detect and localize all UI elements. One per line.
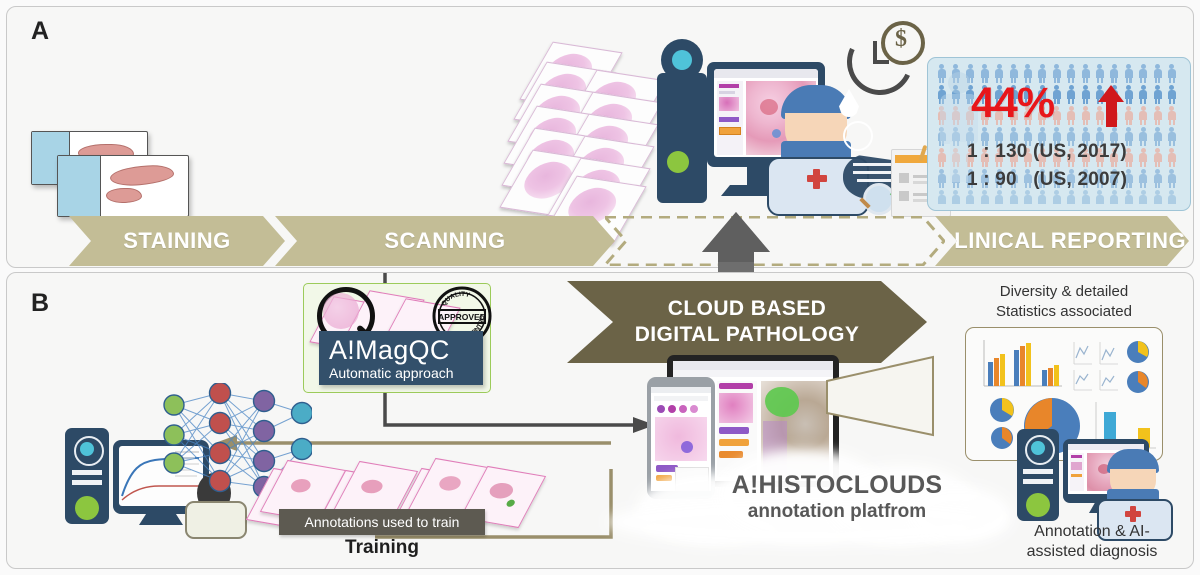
upward-feedback-arrow-icon bbox=[700, 212, 772, 274]
slide-scanner-icon bbox=[655, 39, 709, 207]
magqc-title: A!MagQC bbox=[329, 335, 450, 365]
panel-a: A bbox=[6, 6, 1194, 268]
statistics-caption-line1: Diversity & detailed bbox=[999, 283, 1129, 300]
workflow-step-clinical-reporting-label: CLINICAL REPORTING bbox=[937, 228, 1187, 253]
magqc-subtitle: Automatic approach bbox=[329, 365, 454, 381]
diagnosis-caption-line1: Annotation & AI- bbox=[1034, 523, 1150, 540]
workflow-step-staining[interactable]: STAINING bbox=[69, 216, 285, 266]
histoclouds-title: A!HISTOCLOUDS bbox=[731, 471, 943, 499]
workflow-step-staining-label: STAINING bbox=[123, 228, 231, 253]
cloud-arrow-line1: CLOUD BASED bbox=[667, 297, 827, 320]
training-workstation-icon bbox=[65, 418, 209, 528]
workflow-step-dashed-gap bbox=[605, 216, 945, 266]
ratio-2017: 1 : 130 (US, 2017) bbox=[967, 141, 1127, 162]
panel-b-label: B bbox=[31, 289, 50, 317]
diagnosis-caption-line2: assisted diagnosis bbox=[1026, 543, 1158, 560]
dashed-chevron-outline-icon bbox=[605, 216, 945, 266]
neural-network-icon bbox=[152, 381, 314, 499]
cloud-icon bbox=[597, 443, 1017, 553]
ratio-2007: 1 : 90 (US, 2007) bbox=[967, 169, 1128, 190]
workflow-step-scanning-label: SCANNING bbox=[384, 228, 506, 253]
histoclouds-subtitle: annotation platfrom bbox=[747, 501, 927, 522]
clock-dollar-cost-icon: $ bbox=[837, 19, 927, 105]
zoom-callout-cone-icon bbox=[825, 355, 935, 437]
cloud-arrow-line2: DIGITAL PATHOLOGY bbox=[634, 323, 860, 346]
statistics-caption-line2: Statistics associated bbox=[996, 303, 1132, 320]
svg-text:APPROVED: APPROVED bbox=[438, 312, 486, 322]
increase-arrow-icon bbox=[1098, 85, 1124, 127]
annotations-used-to-train-label: Annotations used to train bbox=[304, 514, 460, 530]
panel-b: B bbox=[6, 272, 1194, 569]
annotations-used-to-train-bar: Annotations used to train bbox=[279, 509, 485, 535]
training-caption: Training bbox=[345, 537, 419, 558]
workflow-step-clinical-reporting[interactable]: CLINICAL REPORTING bbox=[935, 216, 1189, 266]
quality-control-approved-stamp-icon: APPROVED QUALITY CONTROL bbox=[429, 280, 493, 347]
workflow-step-scanning[interactable]: SCANNING bbox=[275, 216, 615, 266]
panel-a-label: A bbox=[31, 17, 50, 45]
statistics-dashboard-icon bbox=[965, 327, 1163, 461]
researcher-avatar-icon bbox=[185, 473, 247, 539]
pathologist-avatar-icon bbox=[1097, 449, 1175, 541]
cloud-based-digital-pathology-arrow[interactable]: CLOUD BASED DIGITAL PATHOLOGY bbox=[567, 281, 927, 363]
magqc-label-box[interactable]: A!MagQC Automatic approach bbox=[319, 331, 483, 385]
percent-value: 44% bbox=[971, 79, 1055, 127]
